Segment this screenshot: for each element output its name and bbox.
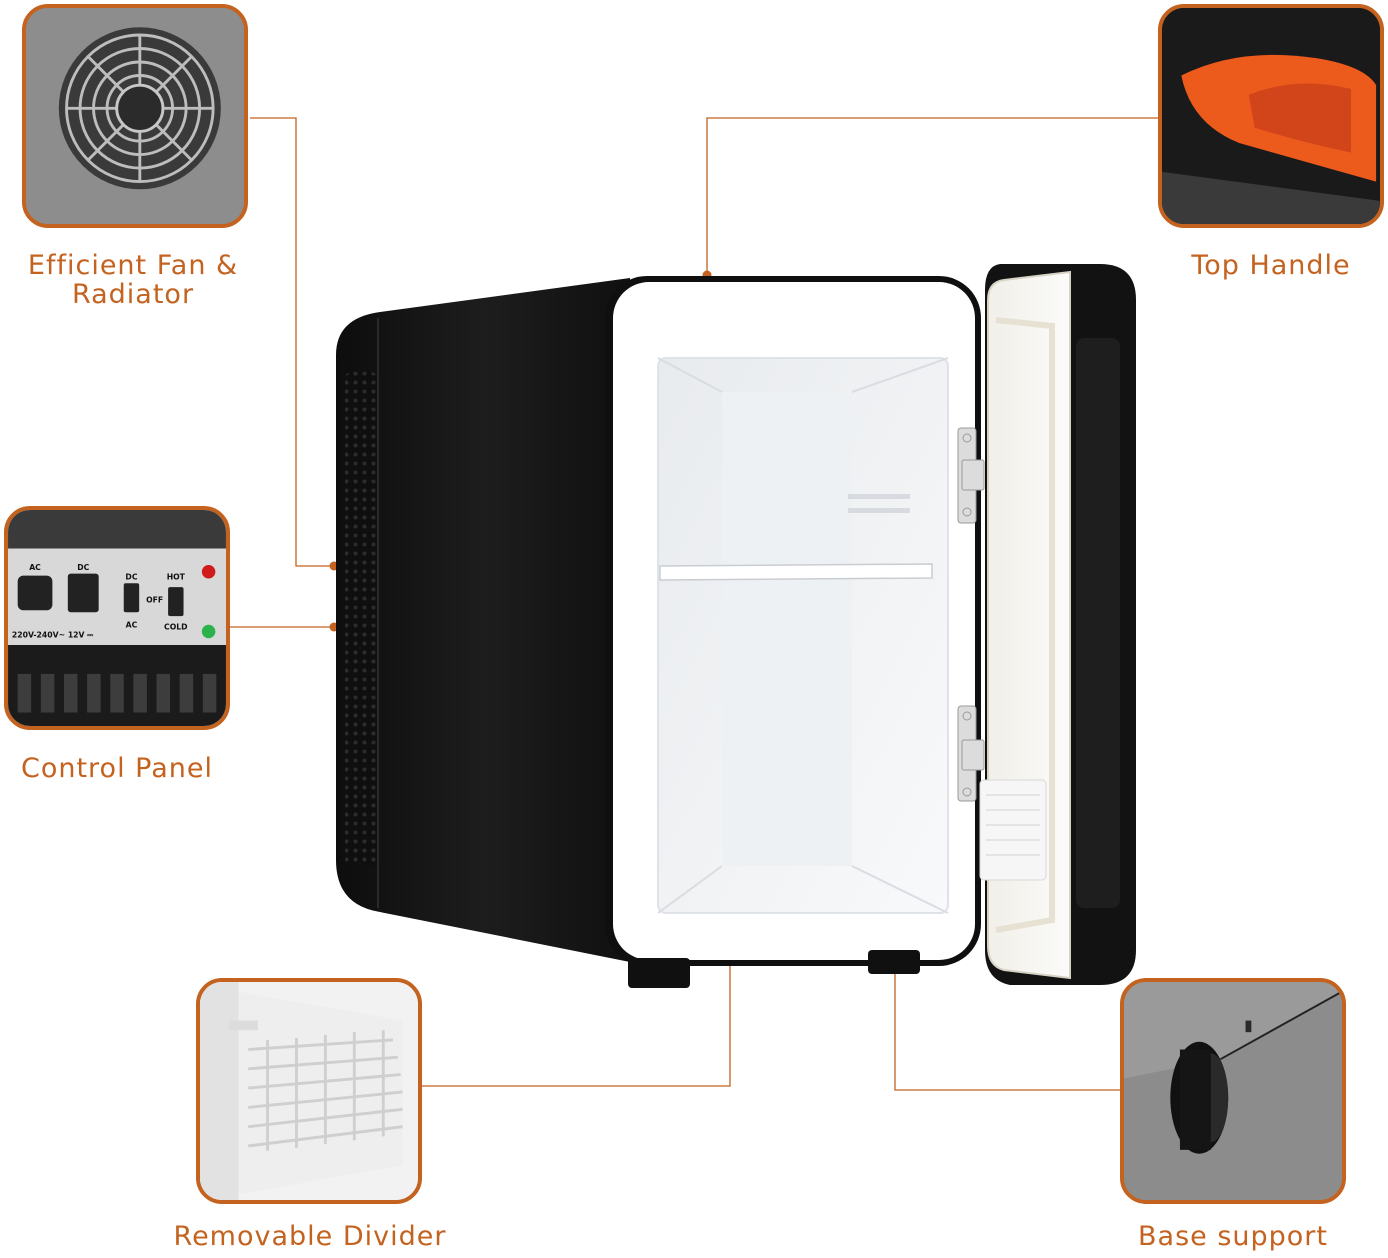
panel-voltage-ac: 220V-240V~ [12, 630, 65, 639]
control-panel-caption: Control Panel [20, 753, 214, 784]
top-handle-callout-image [1158, 4, 1384, 228]
divider-callout-image [196, 978, 422, 1204]
panel-dc-port-label: DC [77, 563, 89, 572]
door-edge-recess [1076, 338, 1120, 908]
divider-caption: Removable Divider [173, 1221, 447, 1252]
shelf-rail-upper-2 [848, 508, 910, 513]
removable-divider-shelf [659, 563, 933, 581]
panel-voltage-dc: 12V ⎓ [68, 630, 94, 639]
panel-off-label: OFF [146, 596, 163, 605]
fan-caption-line2: Radiator [71, 279, 195, 310]
handle-icon [1162, 8, 1380, 224]
panel-dc-switch-label: DC [125, 572, 137, 581]
shelf-rail-upper [848, 494, 910, 499]
front-foot-left [628, 958, 690, 988]
panel-ac-switch-label: AC [126, 621, 138, 630]
interior-corners [657, 357, 949, 914]
divider-grid-icon [200, 982, 418, 1200]
door-seal [995, 317, 1055, 933]
base-support-caption: Base support [1138, 1221, 1328, 1252]
leader-handle [706, 117, 1158, 275]
fan-icon [26, 8, 244, 224]
fan-caption-line1: Efficient Fan & [27, 250, 239, 281]
fan-caption: Efficient Fan & Radiator [8, 251, 258, 309]
control-panel-icon: AC DC DC OFF AC HOT COLD 220V-240V~ 12V … [8, 510, 226, 726]
top-handle-caption: Top Handle [1191, 250, 1351, 281]
leader-fan [250, 117, 334, 567]
fridge-side-panel [336, 278, 630, 962]
door-vent-slats [986, 794, 1040, 856]
base-support-callout-image [1120, 978, 1346, 1204]
base-foot-icon [1124, 982, 1342, 1200]
control-panel-callout-image: AC DC DC OFF AC HOT COLD 220V-240V~ 12V … [4, 506, 230, 730]
side-vent-grille [345, 372, 377, 866]
door-hinges [957, 427, 985, 802]
panel-hot-label: HOT [167, 572, 186, 581]
front-foot-right [868, 950, 920, 974]
panel-ac-label: AC [29, 563, 41, 572]
panel-cold-label: COLD [164, 623, 188, 632]
interior-back-wall [722, 392, 852, 866]
leader-base [894, 964, 1120, 1091]
fan-callout-image [22, 4, 248, 228]
